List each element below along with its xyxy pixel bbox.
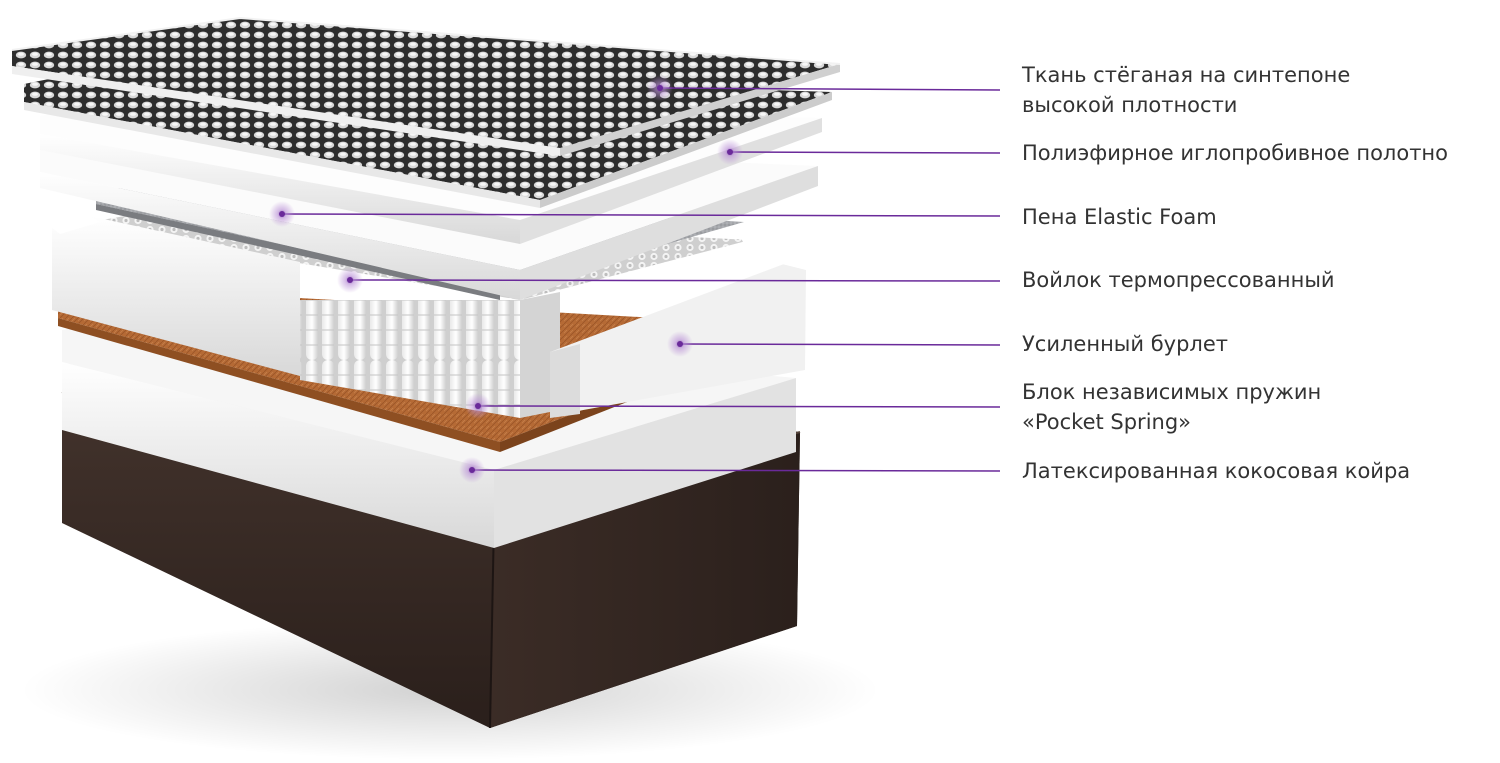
callout-line-reinforced-border [679,343,1001,346]
callout-line-polyester-needle-punched [729,151,1001,154]
layer-label-elastic-foam: Пена Elastic Foam [1022,202,1217,232]
layer-label-line: высокой плотности [1022,93,1238,117]
layer-label-line: Латексированная кокосовая койра [1022,459,1411,483]
layer-label-latex-coconut-coir: Латексированная кокосовая койра [1022,456,1410,486]
callout-dot-quilted-fabric [657,85,663,91]
layer-label-thermo-pressed-felt: Войлок термопрессованный [1022,265,1335,295]
callout-line-quilted-fabric [659,87,1001,91]
layer-label-line: Полиэфирное иглопробивное полотно [1022,141,1449,165]
callout-line-thermo-pressed-felt [349,279,1001,282]
callout-dot-thermo-pressed-felt [347,277,353,283]
layer-label-quilted-fabric: Ткань стёганая на синтепоне высокой плотн… [1022,60,1350,120]
callout-dot-polyester-needle-punched [727,149,733,155]
callout-dot-latex-coconut-coir [469,467,475,473]
callout-line-pocket-spring-block [477,405,1001,408]
layer-label-line: Усиленный бурлет [1022,332,1228,356]
layer-label-line: Пена Elastic Foam [1022,205,1217,229]
callout-dot-elastic-foam [279,211,285,217]
layer-label-line: «Pocket Spring» [1022,410,1192,434]
callout-line-latex-coconut-coir [471,469,1001,472]
layer-label-reinforced-border: Усиленный бурлет [1022,329,1228,359]
layer-label-pocket-spring-block: Блок независимых пружин «Pocket Spring» [1022,377,1321,437]
layer-label-line: Войлок термопрессованный [1022,268,1335,292]
callout-dot-reinforced-border [677,341,683,347]
layer-label-line: Ткань стёганая на синтепоне [1022,63,1351,87]
layer-label-polyester-needle-punched: Полиэфирное иглопробивное полотно [1022,138,1448,168]
layer-label-line: Блок независимых пружин [1022,380,1322,404]
quilted-fabric-top [11,16,841,156]
callout-dot-pocket-spring-block [475,403,481,409]
callout-line-elastic-foam [281,213,1001,217]
